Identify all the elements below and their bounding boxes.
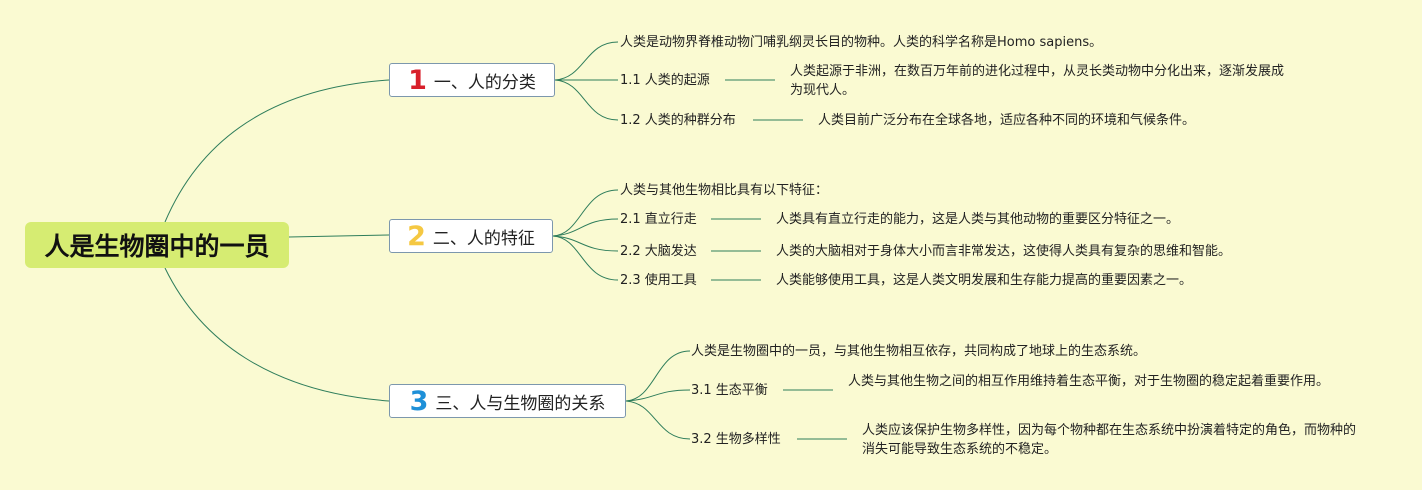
branch-1-node[interactable]: 1 一、人的分类: [389, 63, 555, 97]
item-3-1-label[interactable]: 3.1 生态平衡: [691, 383, 768, 398]
connector-b2-item3: [552, 235, 619, 281]
item-2-2-detail: 人类的大脑相对于身体大小而言非常发达，这使得人类具有复杂的思维和智能。: [776, 244, 1232, 259]
branch-2-intro: 人类与其他生物相比具有以下特征：: [620, 183, 829, 198]
branch-3-node[interactable]: 3 三、人与生物圈的关系: [389, 384, 626, 418]
item-2-2-label[interactable]: 2.2 大脑发达: [620, 244, 697, 259]
item-1-1-detail: 人类起源于非洲，在数百万年前的进化过程中，从灵长类动物中分化出来，逐渐发展成为现…: [790, 64, 1285, 98]
connector-b2-intro: [552, 189, 619, 237]
connector-root-branch-2: [288, 234, 390, 238]
item-1-2-label[interactable]: 1.2 人类的种群分布: [620, 113, 736, 128]
root-node[interactable]: 人是生物圈中的一员: [25, 222, 289, 268]
connector-b3-item2: [625, 400, 691, 440]
number-2-icon: 2: [407, 220, 426, 252]
item-3-1-detail: 人类与其他生物之间的相互作用维持着生态平衡，对于生物圈的稳定起着重要作用。: [848, 374, 1330, 389]
branch-2-node[interactable]: 2 二、人的特征: [389, 219, 553, 253]
connector-b2-item1: [552, 218, 619, 237]
connector-root-branch-1: [164, 79, 390, 223]
connector-b3-item1: [625, 389, 691, 402]
branch-2-label: 二、人的特征: [432, 228, 535, 249]
connector-root-branch-3: [164, 267, 390, 402]
connector-b1-item2: [554, 79, 619, 121]
branch-3-label: 三、人与生物圈的关系: [435, 393, 606, 414]
item-2-1-detail: 人类具有直立行走的能力，这是人类与其他动物的重要区分特征之一。: [776, 212, 1180, 227]
item-3-2-label[interactable]: 3.2 生物多样性: [691, 432, 781, 447]
branch-1-label: 一、人的分类: [433, 72, 536, 93]
item-2-3-label[interactable]: 2.3 使用工具: [620, 273, 697, 288]
item-2-1-label[interactable]: 2.1 直立行走: [620, 212, 697, 227]
item-2-3-detail: 人类能够使用工具，这是人类文明发展和生存能力提高的重要因素之一。: [776, 273, 1193, 288]
item-1-2-detail: 人类目前广泛分布在全球各地，适应各种不同的环境和气候条件。: [818, 113, 1196, 128]
connector-b1-intro: [554, 41, 619, 81]
number-3-icon: 3: [409, 385, 429, 417]
branch-3-intro: 人类是生物圈中的一员，与其他生物相互依存，共同构成了地球上的生态系统。: [691, 344, 1147, 359]
item-1-1-label[interactable]: 1.1 人类的起源: [620, 73, 710, 88]
connector-b3-intro: [625, 350, 691, 402]
item-3-2-detail: 人类应该保护生物多样性，因为每个物种都在生态系统中扮演着特定的角色，而物种的消失…: [862, 423, 1357, 457]
root-label: 人是生物圈中的一员: [44, 232, 270, 261]
connector-b2-item2: [552, 235, 619, 252]
branch-1-intro: 人类是动物界脊椎动物门哺乳纲灵长目的物种。人类的科学名称是Homo sapien…: [620, 35, 1103, 50]
number-1-icon: 1: [408, 64, 427, 96]
